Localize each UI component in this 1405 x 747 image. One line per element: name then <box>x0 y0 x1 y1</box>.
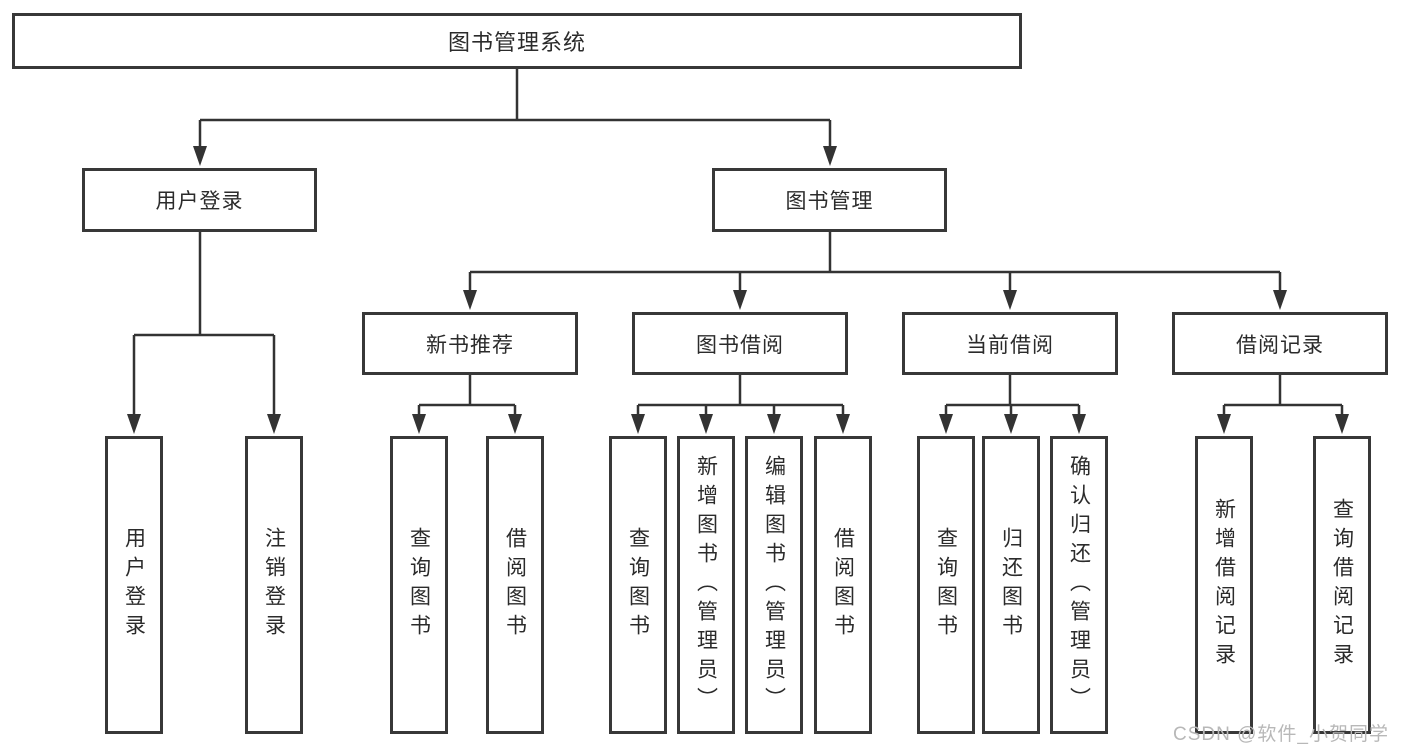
leaf-borrow-query-books: 查询图书 <box>609 436 667 734</box>
arrow-down-icon <box>836 414 850 434</box>
node-label: 借阅记录 <box>1236 333 1324 357</box>
edge-borrow-to-leaves <box>636 375 845 415</box>
node-label: 用户登录 <box>155 190 244 213</box>
edge-recommend-to-leaves <box>417 375 517 415</box>
node-label: 查询图书 <box>626 527 650 643</box>
node-label: 图书管理 <box>785 190 874 213</box>
node-label: 图书管理系统 <box>447 30 586 55</box>
arrow-down-icon <box>1072 414 1086 434</box>
arrow-down-icon <box>463 290 477 310</box>
node-label: 用户登录 <box>122 527 146 643</box>
arrow-down-icon <box>631 414 645 434</box>
node-label: 编辑图书（管理员） <box>762 454 786 716</box>
arrow-down-icon <box>193 146 207 166</box>
node-label: 借阅图书 <box>831 527 855 643</box>
leaf-records-add-record: 新增借阅记录 <box>1195 436 1253 734</box>
arrow-down-icon <box>412 414 426 434</box>
node-borrow-records: 借阅记录 <box>1172 312 1388 375</box>
arrow-down-icon <box>733 290 747 310</box>
node-label: 查询借阅记录 <box>1330 498 1354 672</box>
leaf-borrow-edit-books: 编辑图书（管理员） <box>745 436 803 734</box>
node-label: 新书推荐 <box>426 333 514 357</box>
arrowheads <box>127 146 1349 434</box>
edge-root-to-level2 <box>198 69 832 147</box>
node-current-borrow: 当前借阅 <box>902 312 1118 375</box>
edge-management-to-level3 <box>468 232 1282 291</box>
leaf-current-query-books: 查询图书 <box>917 436 975 734</box>
node-new-book-recommend: 新书推荐 <box>362 312 578 375</box>
node-label: 归还图书 <box>999 527 1023 643</box>
leaf-records-query-record: 查询借阅记录 <box>1313 436 1371 734</box>
arrow-down-icon <box>1004 414 1018 434</box>
arrow-down-icon <box>823 146 837 166</box>
node-label: 新增图书（管理员） <box>694 454 718 716</box>
csdn-watermark: CSDN @软件_小贺同学 <box>1173 724 1389 745</box>
arrow-down-icon <box>767 414 781 434</box>
arrow-down-icon <box>127 414 141 434</box>
arrow-down-icon <box>267 414 281 434</box>
node-book-management: 图书管理 <box>712 168 947 232</box>
node-book-borrow: 图书借阅 <box>632 312 848 375</box>
leaf-recommend-query-books: 查询图书 <box>390 436 448 734</box>
leaf-user-login: 用户登录 <box>105 436 163 734</box>
edge-current-to-leaves <box>944 375 1081 415</box>
node-label: 新增借阅记录 <box>1212 498 1236 672</box>
leaf-current-return-books: 归还图书 <box>982 436 1040 734</box>
leaf-logout: 注销登录 <box>245 436 303 734</box>
leaf-borrow-borrow-books: 借阅图书 <box>814 436 872 734</box>
arrow-down-icon <box>939 414 953 434</box>
arrow-down-icon <box>699 414 713 434</box>
arrow-down-icon <box>1217 414 1231 434</box>
node-label: 注销登录 <box>262 527 286 643</box>
leaf-current-confirm-return: 确认归还（管理员） <box>1050 436 1108 734</box>
node-label: 查询图书 <box>407 527 431 643</box>
node-label: 图书借阅 <box>696 333 784 357</box>
node-library-management-system: 图书管理系统 <box>12 13 1022 69</box>
node-label: 当前借阅 <box>966 333 1054 357</box>
node-user-login: 用户登录 <box>82 168 317 232</box>
node-label: 确认归还（管理员） <box>1067 454 1091 716</box>
leaf-recommend-borrow-books: 借阅图书 <box>486 436 544 734</box>
edge-login-to-leaves <box>132 232 276 415</box>
arrow-down-icon <box>1273 290 1287 310</box>
arrow-down-icon <box>1335 414 1349 434</box>
arrow-down-icon <box>508 414 522 434</box>
leaf-borrow-add-books: 新增图书（管理员） <box>677 436 735 734</box>
node-label: 查询图书 <box>934 527 958 643</box>
arrow-down-icon <box>1003 290 1017 310</box>
node-label: 借阅图书 <box>503 527 527 643</box>
edge-records-to-leaves <box>1222 375 1344 415</box>
